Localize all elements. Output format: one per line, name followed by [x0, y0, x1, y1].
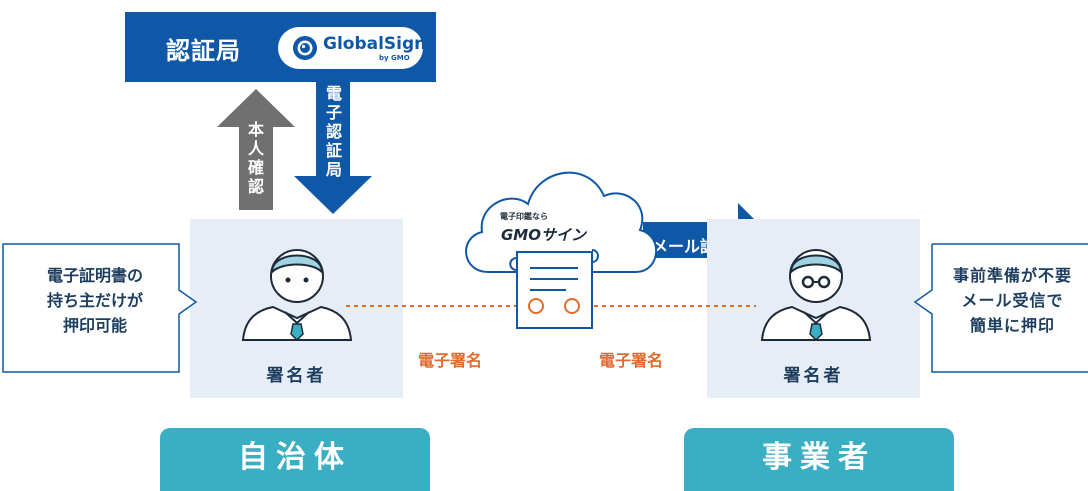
signature-label-left: 電子署名	[418, 351, 483, 370]
identity-verification-label: 本人確認	[247, 120, 264, 196]
bubble-right-line: 簡単に押印	[969, 316, 1055, 335]
globalsign-eye-icon	[293, 36, 317, 60]
bubble-left-text: 電子証明書の 持ち主だけが 押印可能	[10, 263, 180, 338]
bubble-right-line: メール受信で	[961, 291, 1064, 310]
entity-business: 事業者	[684, 428, 954, 491]
entity-municipality: 自治体	[160, 428, 430, 491]
electronic-ca-arrow	[294, 82, 372, 214]
cloud-tagline: 電子印鑑なら	[500, 212, 548, 221]
signer-left-icon	[241, 249, 353, 342]
signer-panel-right	[707, 219, 920, 398]
signer-label-right: 署名者	[783, 366, 844, 386]
globalsign-logo-text: GlobalSign	[323, 34, 427, 54]
bubble-right-line: 事前準備が不要	[952, 266, 1072, 285]
certificate-authority-label: 認証局	[166, 37, 241, 65]
gmo-sign-brand: GMOサイン	[501, 226, 586, 244]
bubble-left-line: 電子証明書の	[46, 266, 143, 285]
signer-right-icon	[760, 249, 872, 342]
globalsign-logo-byline: by GMO	[379, 54, 410, 62]
cloud-icon	[465, 171, 657, 273]
electronic-ca-label: 電子認証局	[325, 84, 342, 179]
signer-label-left: 署名者	[266, 366, 327, 386]
bubble-left-line: 押印可能	[62, 316, 127, 335]
identity-verification-arrow	[217, 89, 295, 210]
speech-bubble-left	[2, 243, 198, 373]
document-icon	[509, 249, 599, 329]
signer-panel-left	[190, 219, 403, 398]
signature-label-right: 電子署名	[599, 351, 664, 370]
speech-bubble-right	[913, 243, 1088, 373]
bubble-right-text: 事前準備が不要 メール受信で 簡単に押印	[937, 263, 1088, 338]
bubble-left-line: 持ち主だけが	[46, 291, 143, 310]
